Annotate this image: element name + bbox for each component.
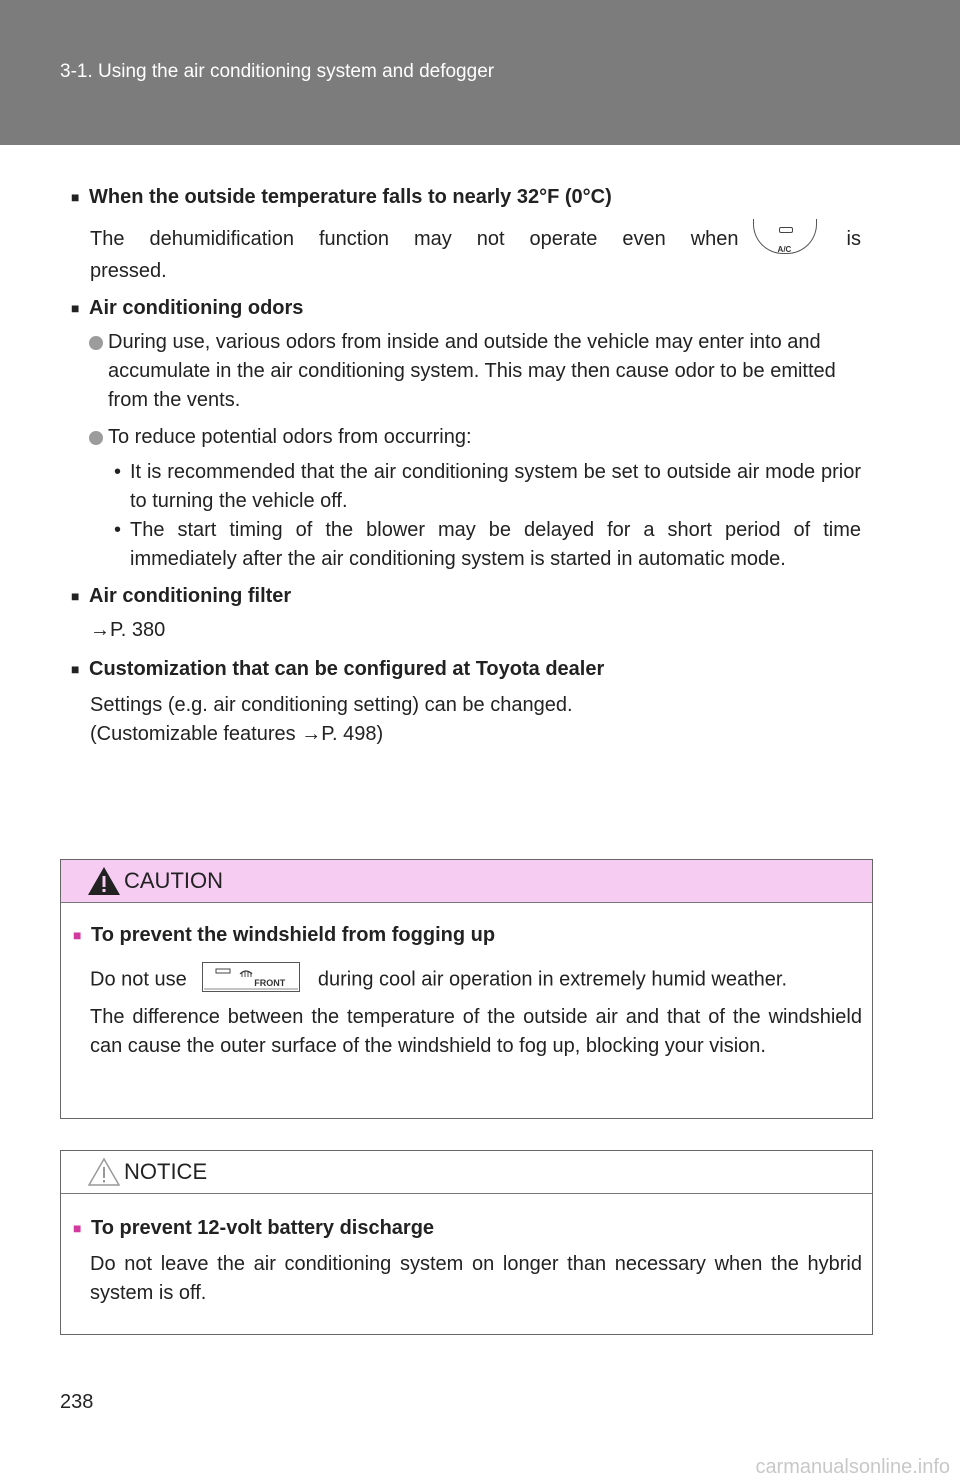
notice-heading: ■ To prevent 12-volt battery discharge: [73, 1217, 435, 1239]
square-bullet-icon: ■: [71, 588, 80, 604]
notice-title: NOTICE: [124, 1159, 208, 1184]
odors-bullet-1: During use, various odors from inside an…: [71, 328, 861, 415]
caution-heading: ■ To prevent the windshield from fogging…: [73, 924, 496, 946]
filter-ref: →P. 380: [90, 619, 166, 641]
odors-sub-2: • The start timing of the blower may be …: [114, 519, 861, 570]
caution-header: CAUTION: [61, 860, 872, 903]
heading-temperature: ■ When the outside temperature falls to …: [71, 186, 612, 208]
warning-outline-icon: [87, 1157, 121, 1186]
heading-customization: ■ Customization that can be configured a…: [71, 658, 605, 680]
odors-sub-1: • It is recommended that the air conditi…: [114, 461, 861, 512]
odors-bullet-2: To reduce potential odors from occurring…: [71, 423, 861, 452]
caution-text-2: The difference between the temperature o…: [90, 1006, 862, 1057]
warning-icon: [88, 867, 120, 895]
heading-odors: ■ Air conditioning odors: [71, 297, 304, 319]
temperature-text: The dehumidification function may not op…: [71, 219, 861, 257]
main-content: ■ When the outside temperature falls to …: [71, 183, 861, 749]
notice-text: Do not leave the air conditioning system…: [90, 1253, 862, 1304]
ac-button-icon: A/C: [752, 219, 817, 255]
square-bullet-icon: ■: [73, 1220, 82, 1236]
page-header: 3-1. Using the air conditioning system a…: [0, 0, 960, 145]
notice-box: NOTICE ■ To prevent 12-volt battery disc…: [60, 1150, 873, 1335]
caution-body: ■ To prevent the windshield from fogging…: [61, 903, 872, 1081]
notice-header: NOTICE: [61, 1151, 872, 1194]
heading-filter: ■ Air conditioning filter: [71, 585, 292, 607]
circle-bullet-icon: [89, 336, 103, 350]
custom-line-2: (Customizable features →P. 498): [90, 723, 384, 745]
caution-text-1: Do not use FRONT during cool air operati…: [73, 962, 862, 995]
page-number: 238: [60, 1391, 94, 1413]
section-title: 3-1. Using the air conditioning system a…: [60, 61, 495, 82]
front-defogger-button-icon: FRONT: [202, 962, 301, 992]
square-bullet-icon: ■: [71, 300, 80, 316]
custom-line-1: Settings (e.g. air conditioning setting)…: [90, 694, 573, 716]
watermark: carmanualsonline.info: [755, 1456, 950, 1478]
square-bullet-icon: ■: [71, 661, 80, 677]
square-bullet-icon: ■: [73, 927, 82, 943]
caution-title: CAUTION: [124, 868, 223, 893]
square-bullet-icon: ■: [71, 189, 80, 205]
temperature-text-end: pressed.: [90, 260, 167, 282]
circle-bullet-icon: [89, 431, 103, 445]
caution-box: CAUTION ■ To prevent the windshield from…: [60, 859, 873, 1119]
notice-body: ■ To prevent 12-volt battery discharge D…: [61, 1194, 872, 1328]
